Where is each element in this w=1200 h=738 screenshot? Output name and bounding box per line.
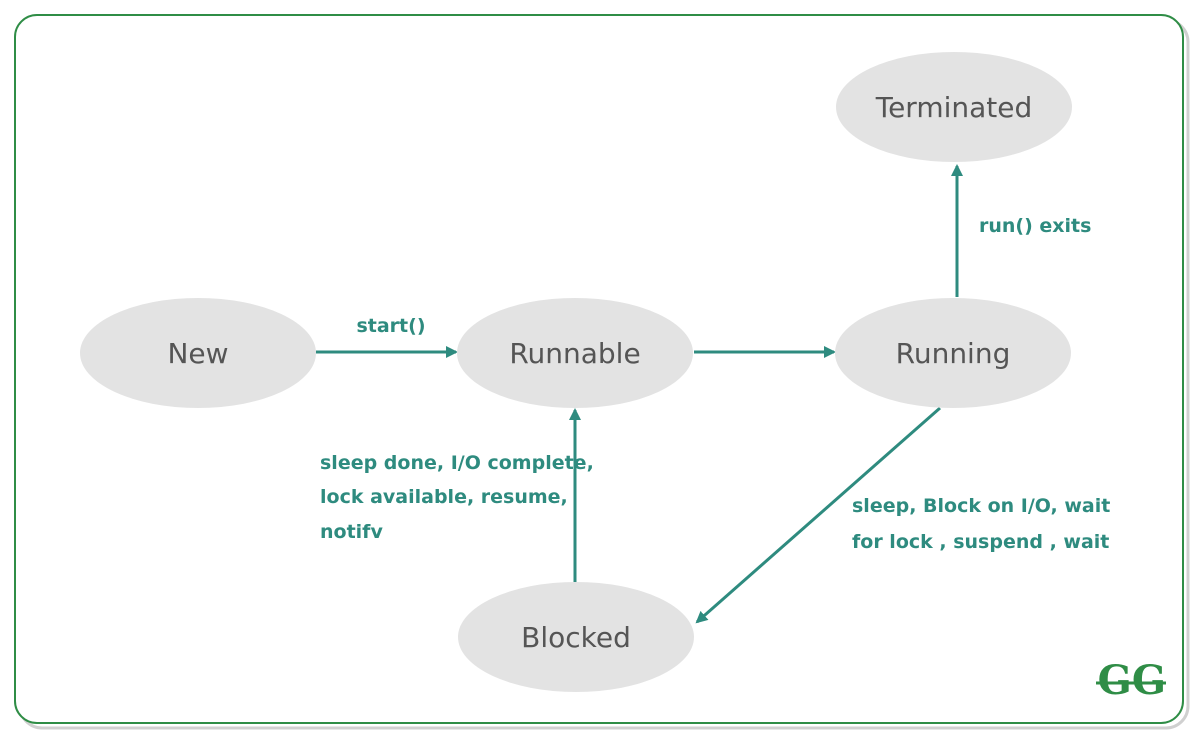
node-runnable-label: Runnable <box>509 337 640 370</box>
node-blocked-label: Blocked <box>521 621 631 654</box>
logo: GG <box>1096 657 1166 704</box>
edge-running-to-blocked <box>695 406 941 624</box>
node-new: New <box>80 298 316 408</box>
node-runnable-shape <box>457 298 693 408</box>
node-new-label: New <box>167 337 228 370</box>
node-blocked: Blocked <box>458 582 694 692</box>
node-running-shape <box>835 298 1071 408</box>
edge-label-to-blocked-line2: for lock , suspend , wait <box>852 531 1109 553</box>
node-runnable: Runnable <box>457 298 693 408</box>
node-new-shape <box>80 298 316 408</box>
edge-label-to-runnable-line3: notifv <box>320 521 383 543</box>
edge-label-to-runnable-line2: lock available, resume, <box>320 486 568 508</box>
edge-label-to-blocked-line1: sleep, Block on I/O, wait <box>852 495 1110 517</box>
edge-label-start: start() <box>356 315 425 337</box>
node-running: Running <box>835 298 1071 408</box>
node-terminated-shape <box>836 52 1072 162</box>
logo-text: GG <box>1098 657 1166 704</box>
node-terminated-label: Terminated <box>875 91 1033 124</box>
edge-label-to-runnable-line1: sleep done, I/O complete, <box>320 452 594 474</box>
node-blocked-shape <box>458 582 694 692</box>
node-terminated: Terminated <box>836 52 1072 162</box>
edge-label-run-exits: run() exits <box>979 215 1091 237</box>
node-running-label: Running <box>896 337 1011 370</box>
